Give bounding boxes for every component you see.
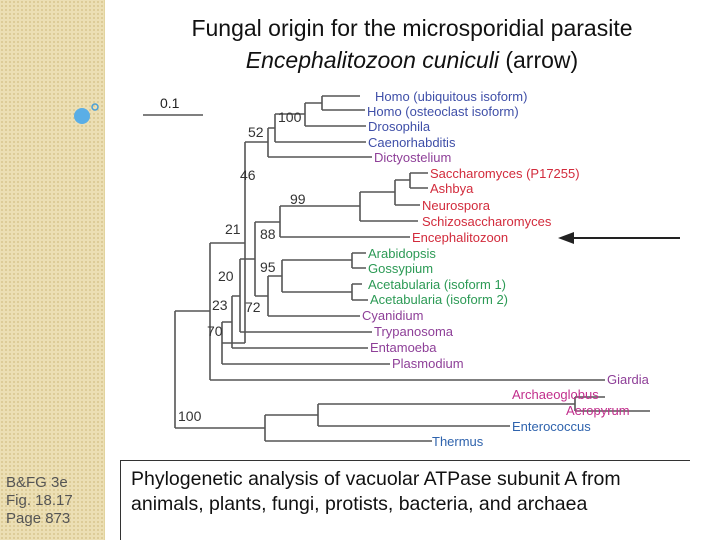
title-line-1: Fungal origin for the microsporidial par…: [191, 15, 633, 41]
slide-title: Fungal origin for the microsporidial par…: [112, 12, 712, 76]
bootstrap-value: 20: [218, 268, 234, 284]
bootstrap-value: 21: [225, 221, 241, 237]
bootstrap-value: 100: [278, 109, 302, 125]
taxon-label: Encephalitozoon: [412, 230, 508, 245]
taxon-label: Homo (osteoclast isoform): [367, 104, 519, 119]
taxon-label: Gossypium: [368, 261, 433, 276]
taxon-label: Schizosaccharomyces: [422, 214, 552, 229]
taxon-label: Giardia: [607, 372, 650, 387]
scale-label: 0.1: [160, 95, 180, 111]
figure-reference: B&FG 3e Fig. 18.17 Page 873: [6, 474, 102, 528]
taxon-label: Arabidopsis: [368, 246, 436, 261]
reference-figure: Fig. 18.17: [6, 492, 73, 509]
bootstrap-value: 99: [290, 191, 306, 207]
title-suffix: (arrow): [498, 47, 579, 73]
arrow-icon: [558, 232, 574, 244]
sidebar-edge: [104, 0, 105, 540]
bootstrap-value: 52: [248, 124, 264, 140]
taxon-label: Saccharomyces (P17255): [430, 166, 580, 181]
caption-box: Phylogenetic analysis of vacuolar ATPase…: [120, 460, 690, 540]
taxon-label: Acetabularia (isoform 2): [370, 292, 508, 307]
reference-page: Page 873: [6, 510, 71, 527]
taxon-label: Entamoeba: [370, 340, 437, 355]
bootstrap-value: 70: [207, 323, 223, 339]
decor-bubble-small: [91, 103, 99, 111]
taxon-label: Homo (ubiquitous isoform): [375, 89, 527, 104]
reference-book: B&FG 3e: [6, 474, 68, 491]
taxon-label: Neurospora: [422, 198, 491, 213]
title-line-2: Encephalitozoon cuniculi (arrow): [112, 44, 712, 76]
taxon-label: Plasmodium: [392, 356, 464, 371]
taxon-label: Trypanosoma: [374, 324, 454, 339]
taxon-label: Enterococcus: [512, 419, 591, 434]
bootstrap-value: 23: [212, 297, 228, 313]
bootstrap-value: 95: [260, 259, 276, 275]
leaf-labels: Homo (ubiquitous isoform)Homo (osteoclas…: [362, 89, 650, 449]
taxon-label: Cyanidium: [362, 308, 423, 323]
bootstrap-value: 46: [240, 167, 256, 183]
taxon-label: Ashbya: [430, 181, 474, 196]
title-species: Encephalitozoon cuniculi: [245, 47, 499, 73]
taxon-label: Caenorhabditis: [368, 135, 456, 150]
sidebar-texture: [0, 0, 104, 540]
tree-branches: [174, 95, 650, 442]
decor-bubble-large: [74, 108, 90, 124]
bootstrap-value: 100: [178, 408, 202, 424]
taxon-label: Drosophila: [368, 119, 431, 134]
bootstrap-value: 72: [245, 299, 261, 315]
taxon-label: Acetabularia (isoform 1): [368, 277, 506, 292]
taxon-label: Aeropyrum: [566, 403, 630, 418]
taxon-label: Thermus: [432, 434, 484, 449]
bootstrap-labels: 100 52 46 99 21 88 95 20 23 72 70 100: [178, 109, 306, 424]
taxon-label: Dictyostelium: [374, 150, 451, 165]
taxon-label: Archaeoglobus: [512, 387, 599, 402]
bootstrap-value: 88: [260, 226, 276, 242]
